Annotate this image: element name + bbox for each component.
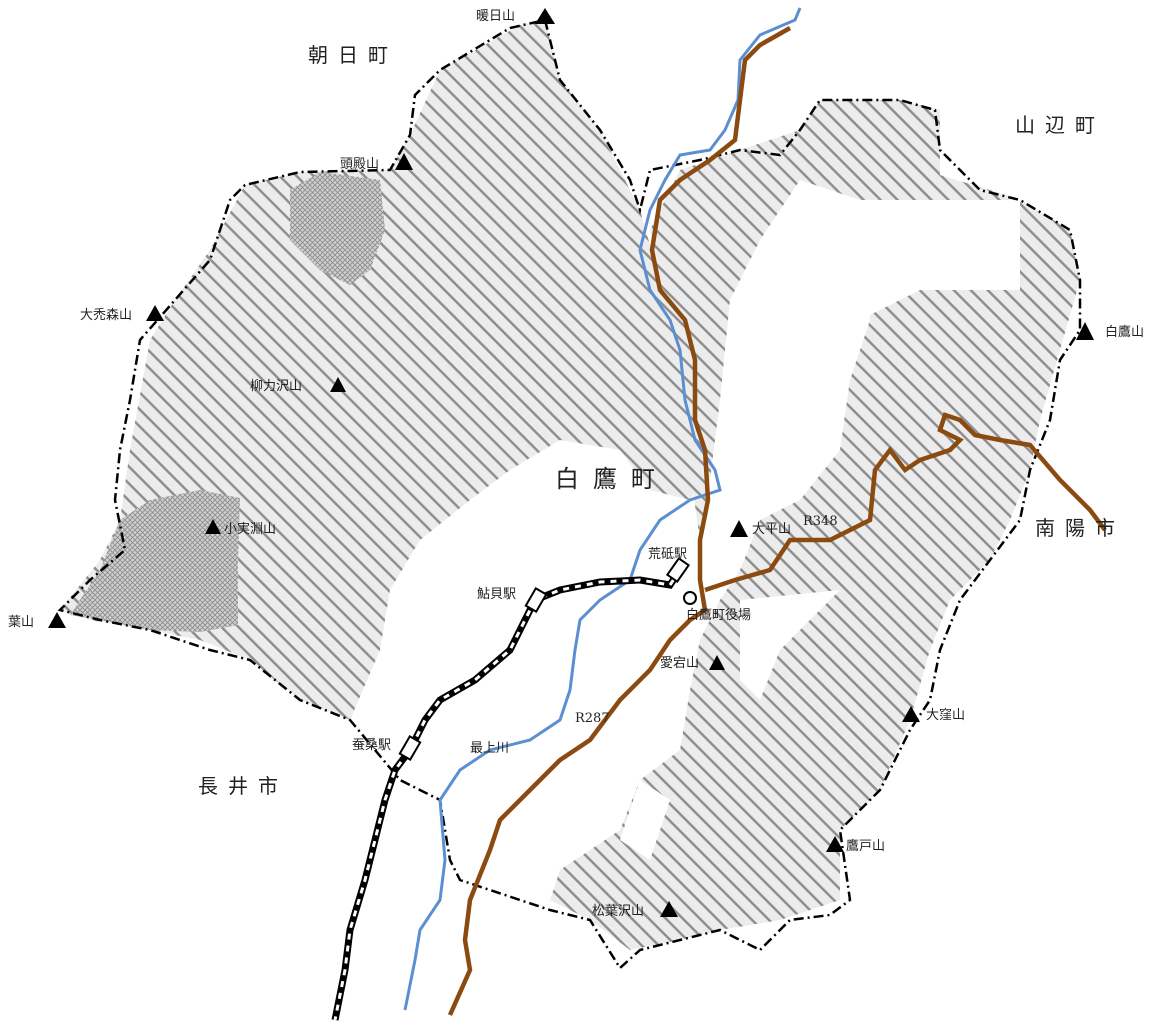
mountain-icon xyxy=(535,8,555,24)
label-asahi: 朝日町 xyxy=(308,43,398,67)
label-takato: 鷹戸山 xyxy=(846,839,885,854)
mountain-icon xyxy=(709,655,725,670)
mountain-icon xyxy=(902,706,920,722)
label-route-348: R348 xyxy=(803,514,838,529)
label-zudono: 頭殿山 xyxy=(340,157,379,172)
station-ayukai-icon xyxy=(524,586,548,614)
label-shiratakayama: 白鷹山 xyxy=(1105,324,1144,340)
label-arato-station: 荒砥駅 xyxy=(648,547,687,562)
mountain-icon xyxy=(1076,322,1094,340)
mountain-icon xyxy=(48,612,66,628)
station-sanso-icon xyxy=(398,734,422,762)
label-ayukai-station: 鮎貝駅 xyxy=(477,587,516,602)
clearing xyxy=(860,200,1020,320)
label-shirataka: 白鷹町 xyxy=(555,465,669,493)
label-ohira: 大平山 xyxy=(752,522,791,537)
label-matsubasawa: 松葉沢山 xyxy=(592,904,644,919)
label-hayama: 葉山 xyxy=(8,615,34,630)
town-boundary xyxy=(57,18,1082,970)
mountain-icon xyxy=(395,153,413,170)
clearing xyxy=(740,590,840,700)
label-ohageamori: 大禿森山 xyxy=(80,308,132,323)
mountain-icon xyxy=(146,305,164,321)
label-danjitsu: 暖日山 xyxy=(476,9,515,24)
route-348 xyxy=(704,412,1107,593)
town-office-icon xyxy=(683,591,697,605)
railway-line-dash xyxy=(333,569,682,1021)
route-287 xyxy=(447,26,792,1016)
label-mogami-river: 最上川 xyxy=(470,741,509,756)
label-atago: 愛宕山 xyxy=(660,656,699,671)
clearing xyxy=(620,780,670,860)
label-nagai: 長井市 xyxy=(198,774,288,798)
label-komibuchi: 小実淵山 xyxy=(224,521,276,537)
mountain-icons xyxy=(48,8,1094,917)
label-okubo: 大窪山 xyxy=(926,707,965,723)
label-yamanobe: 山辺町 xyxy=(1015,113,1105,137)
special-forest-southwest xyxy=(70,490,240,632)
station-arato-icon xyxy=(665,556,691,584)
mountain-icon xyxy=(826,836,844,852)
mountain-icon xyxy=(205,519,221,534)
mogami-river xyxy=(403,7,802,1011)
mountain-icon xyxy=(730,520,748,537)
label-sanso-station: 蚕桑駅 xyxy=(352,738,391,753)
forest-area-east xyxy=(550,100,1080,950)
mountain-icon xyxy=(330,377,346,392)
label-yanagirikisawa: 柳力沢山 xyxy=(250,379,302,394)
label-route-287: R287 xyxy=(575,711,610,726)
mountain-icon xyxy=(660,901,678,917)
special-forest-north xyxy=(290,172,385,285)
label-town-office: 白鷹町役場 xyxy=(686,607,751,623)
label-nanyo: 南陽市 xyxy=(1035,516,1125,540)
